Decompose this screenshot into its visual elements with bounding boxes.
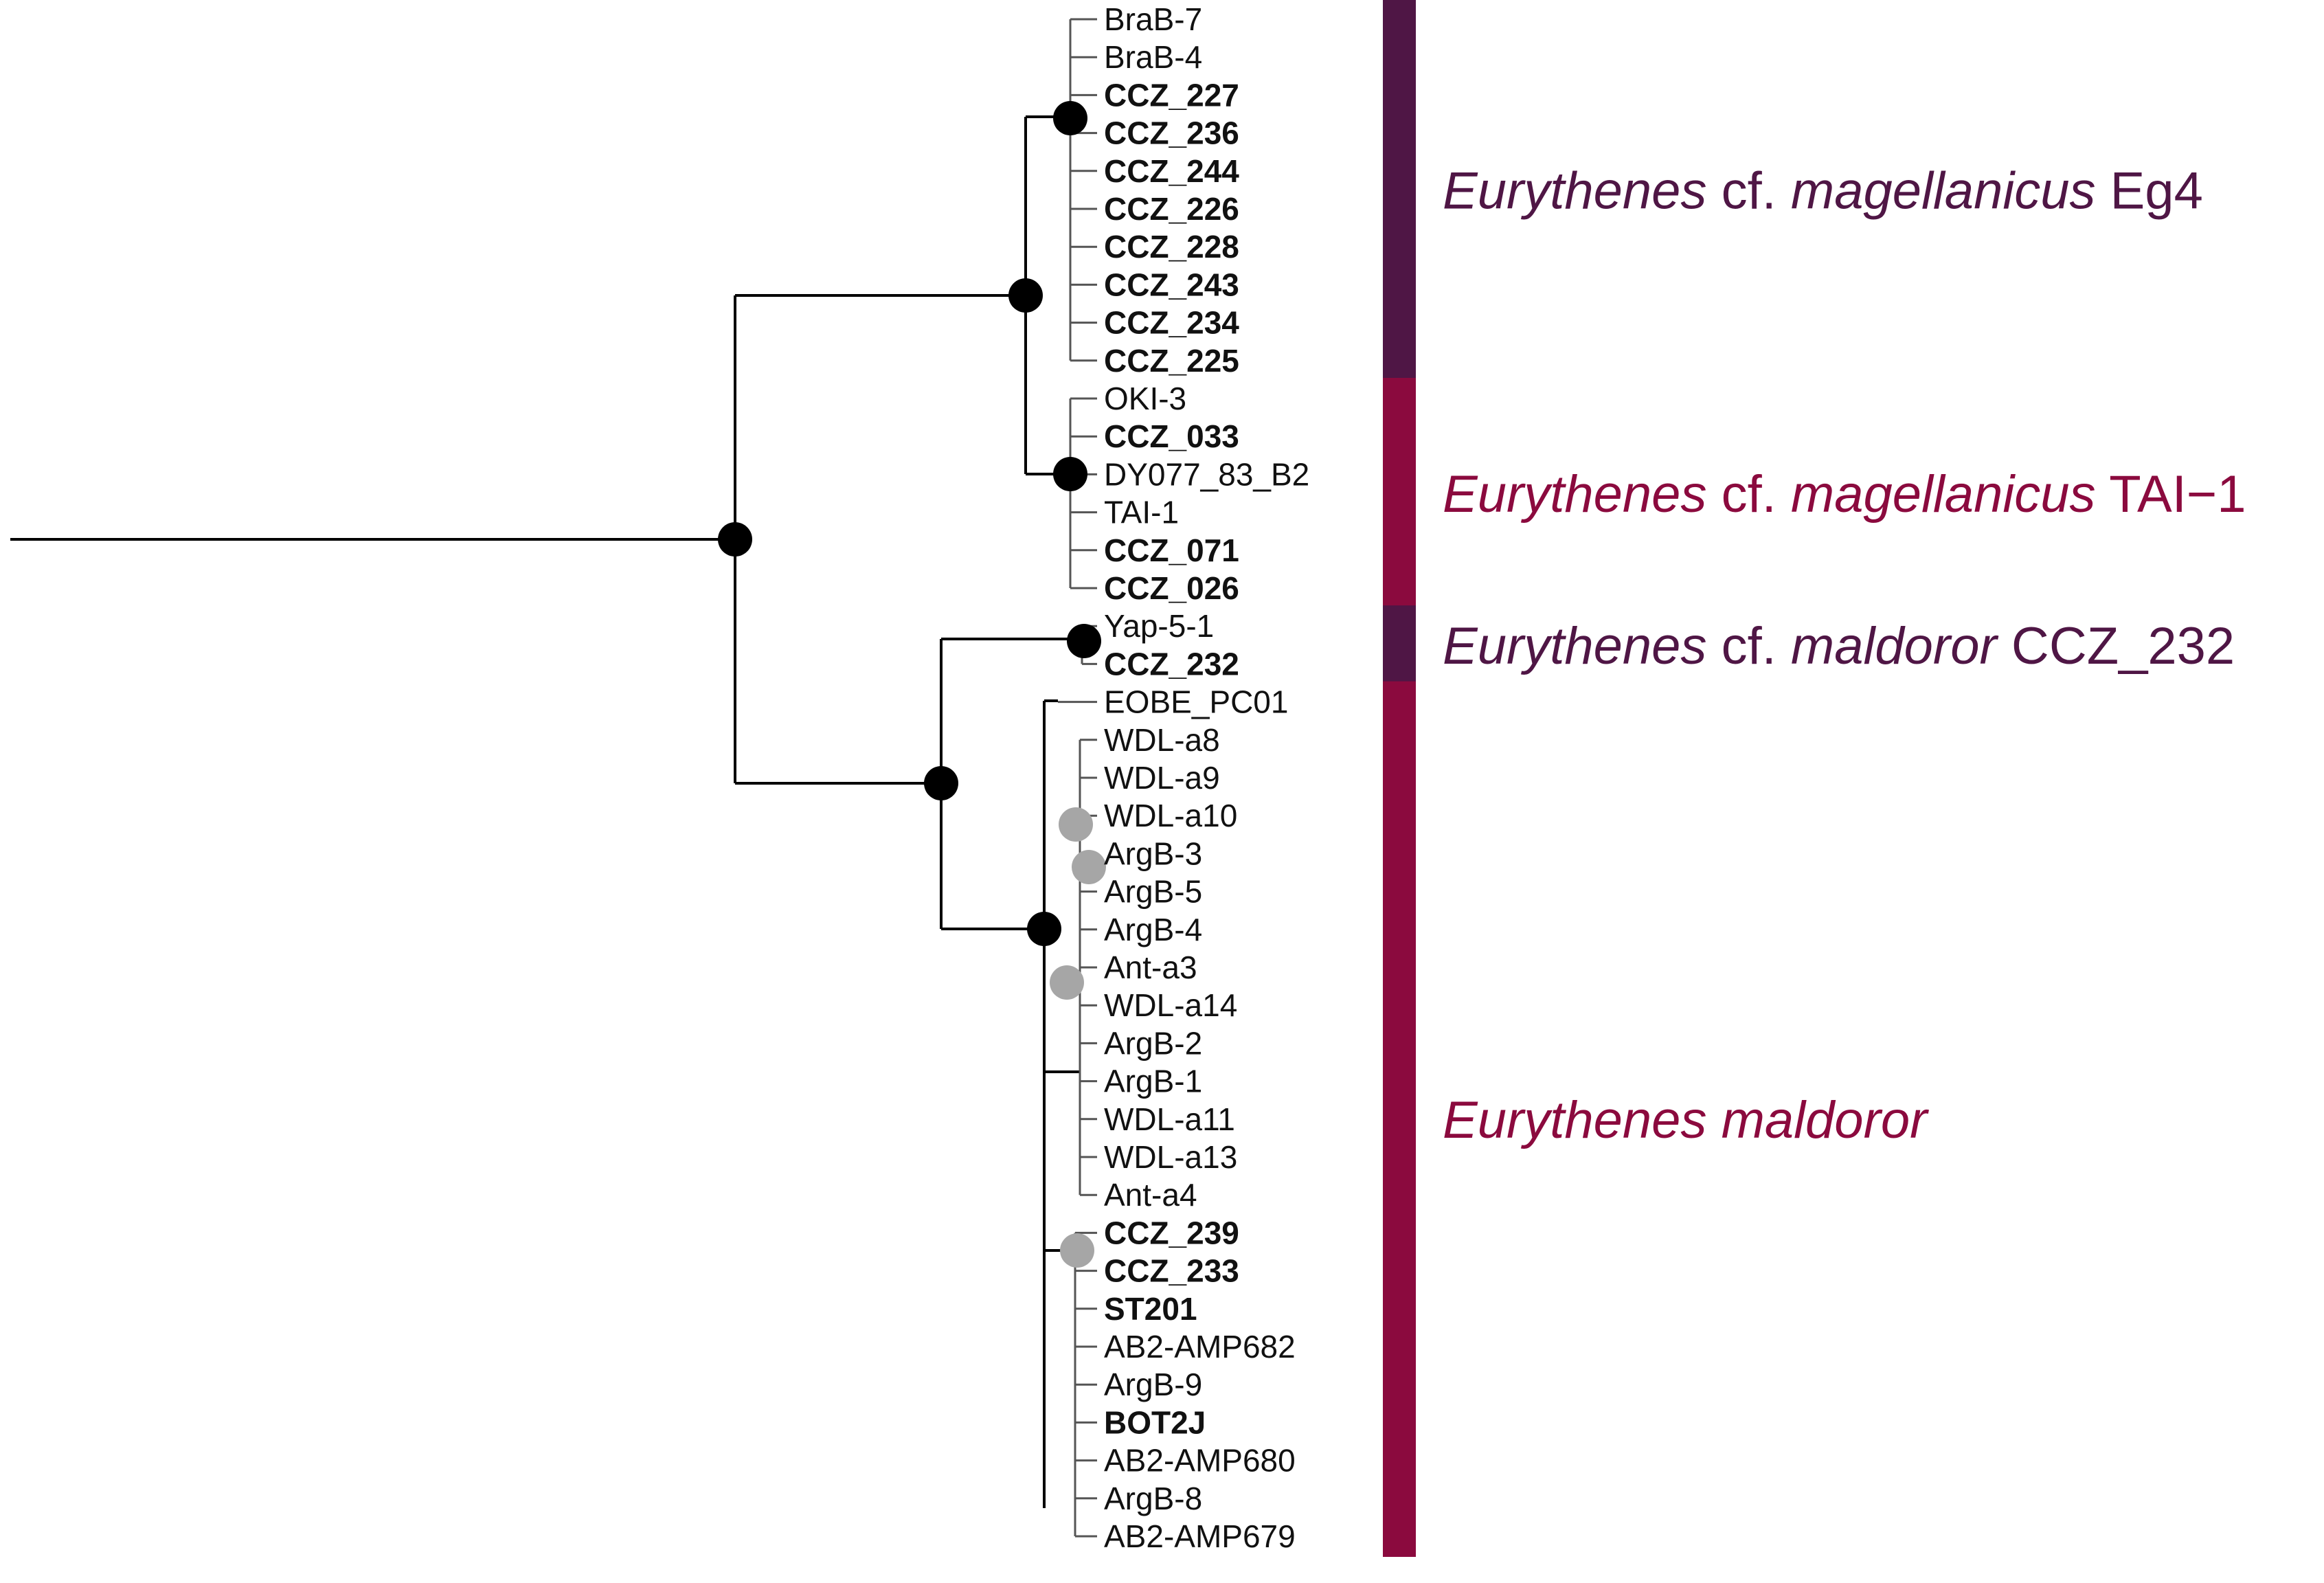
tip-label: CCZ_233 [1104, 1253, 1239, 1289]
tip-label: CCZ_228 [1104, 229, 1239, 265]
clade-species: maldoror [1722, 1091, 1930, 1149]
clade-suffix: TAI−1 [2096, 465, 2246, 524]
tip-label: CCZ_236 [1104, 115, 1239, 151]
tip-label: ArgB-1 [1104, 1064, 1202, 1099]
support-node-grey [1072, 850, 1106, 884]
tip-label: WDL-a10 [1104, 798, 1237, 833]
support-node-black [718, 522, 752, 557]
tip-label: CCZ_234 [1104, 305, 1239, 341]
support-node-black [1008, 278, 1043, 313]
clade-genus: Eurythenes [1443, 617, 1706, 675]
tip-label: Ant-a4 [1104, 1177, 1197, 1213]
tip-label: WDL-a9 [1104, 760, 1220, 796]
tip-label: CCZ_071 [1104, 532, 1239, 568]
clade-qualifier: cf. [1706, 161, 1790, 220]
tip-label: WDL-a8 [1104, 722, 1220, 758]
tip-label: WDL-a14 [1104, 987, 1237, 1023]
support-node-grey [1050, 965, 1084, 1000]
clade-genus: Eurythenes [1443, 161, 1706, 220]
clade-labels: Eurythenes cf. magellanicus Eg4Eurythene… [1443, 161, 2246, 1149]
tip-label: ST201 [1104, 1291, 1197, 1327]
tip-labels: BraB-7BraB-4CCZ_227CCZ_236CCZ_244CCZ_226… [1104, 1, 1309, 1554]
tip-label: BraB-4 [1104, 39, 1202, 75]
clade-bars [1383, 0, 1416, 1557]
tip-label: CCZ_239 [1104, 1215, 1239, 1250]
clade-qualifier [1706, 1091, 1721, 1149]
clade-label: Eurythenes cf. maldoror CCZ_232 [1443, 617, 2235, 675]
clade-genus: Eurythenes [1443, 465, 1706, 524]
clade-bar [1383, 378, 1416, 609]
clade-qualifier: cf. [1706, 617, 1790, 675]
tip-label: CCZ_033 [1104, 418, 1239, 454]
clade-genus: Eurythenes [1443, 1091, 1706, 1149]
tip-leader-lines [1058, 18, 1097, 1538]
tip-label: OKI-3 [1104, 381, 1186, 416]
tip-label: Yap-5-1 [1104, 608, 1214, 644]
clade-bar [1383, 0, 1416, 381]
tip-label: ArgB-8 [1104, 1481, 1202, 1516]
support-node-black [1067, 624, 1101, 658]
tip-label: CCZ_026 [1104, 570, 1239, 606]
tip-label: TAI-1 [1104, 495, 1179, 530]
tip-label: CCZ_232 [1104, 646, 1239, 682]
clade-label: Eurythenes cf. magellanicus TAI−1 [1443, 465, 2246, 524]
support-node-grey [1059, 807, 1093, 842]
tip-label: AB2-AMP680 [1104, 1443, 1296, 1479]
support-nodes [718, 101, 1106, 1268]
tip-label: CCZ_243 [1104, 267, 1239, 302]
tip-label: DY077_83_B2 [1104, 456, 1309, 492]
support-node-black [1053, 457, 1087, 491]
tip-label: BOT2J [1104, 1404, 1206, 1440]
tip-label: AB2-AMP679 [1104, 1518, 1296, 1554]
clade-species: magellanicus [1791, 465, 2096, 524]
tip-label: WDL-a13 [1104, 1139, 1237, 1175]
tip-label: ArgB-2 [1104, 1025, 1202, 1061]
tree-branches [10, 115, 1082, 1508]
clade-suffix: Eg4 [2096, 161, 2203, 220]
support-node-black [924, 766, 958, 800]
tip-label: CCZ_244 [1104, 153, 1239, 189]
clade-bar [1383, 681, 1416, 1557]
clade-label: Eurythenes maldoror [1443, 1091, 1929, 1149]
clade-species: maldoror [1791, 617, 1999, 675]
clade-qualifier: cf. [1706, 465, 1790, 524]
tip-label: CCZ_225 [1104, 343, 1239, 379]
tip-label: CCZ_227 [1104, 77, 1239, 113]
tip-label: BraB-7 [1104, 1, 1202, 37]
tip-label: AB2-AMP682 [1104, 1329, 1296, 1365]
clade-label: Eurythenes cf. magellanicus Eg4 [1443, 161, 2203, 220]
tip-label: ArgB-4 [1104, 912, 1202, 947]
tip-label: ArgB-9 [1104, 1367, 1202, 1402]
tip-label: Ant-a3 [1104, 950, 1197, 985]
clade-bar [1383, 605, 1416, 685]
support-node-grey [1060, 1233, 1094, 1268]
clade-species: magellanicus [1791, 161, 2096, 220]
tip-label: ArgB-5 [1104, 874, 1202, 910]
support-node-black [1053, 101, 1087, 135]
tip-label: EOBE_PC01 [1104, 684, 1288, 720]
tip-label: ArgB-3 [1104, 835, 1202, 871]
tip-label: CCZ_226 [1104, 191, 1239, 227]
tip-label: WDL-a11 [1104, 1101, 1235, 1137]
support-node-black [1027, 912, 1061, 946]
clade-suffix: CCZ_232 [1997, 617, 2235, 675]
